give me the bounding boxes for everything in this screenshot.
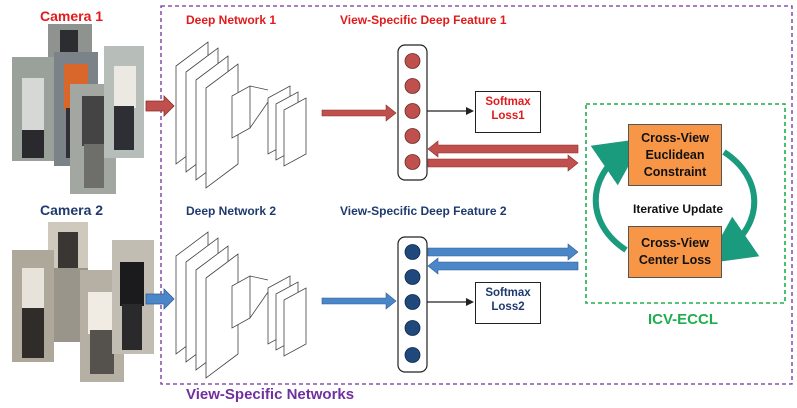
cross-view-center-loss-box: Cross-View Center Loss — [628, 226, 722, 278]
feature1-to-eccl-arrow — [427, 154, 579, 172]
feature2-to-loss2-arrow — [427, 298, 474, 306]
icv-eccl-label: ICV-ECCL — [648, 311, 719, 328]
feature2-to-eccl-arrow — [427, 243, 579, 261]
view-specific-networks-label: View-Specific Networks — [186, 386, 355, 403]
cross-view-euclidean-constraint-box: Cross-View Euclidean Constraint — [628, 124, 722, 186]
eccl-to-feature1-arrow — [427, 140, 579, 158]
softmax-loss1-box: Softmax Loss1 — [475, 91, 541, 133]
center-loss-line2: Center Loss — [638, 253, 712, 267]
softmax-loss1-line2: Loss1 — [491, 110, 525, 122]
feature-vector-1-nodes — [404, 53, 421, 170]
camera2-input-arrow — [145, 288, 175, 310]
eccl-to-feature2-arrow — [427, 257, 579, 275]
camera2-label: Camera 2 — [40, 202, 104, 218]
iterative-update-left-arrow — [590, 138, 644, 253]
deep-network-2-layers — [175, 231, 307, 379]
constraint-line3: Constraint — [643, 164, 707, 179]
deep-network-2-label: Deep Network 2 — [186, 204, 277, 218]
constraint-line1: Cross-View — [641, 130, 709, 145]
constraint-line2: Euclidean — [645, 147, 705, 162]
feature1-to-loss1-arrow — [427, 107, 474, 115]
softmax-loss2-box: Softmax Loss2 — [475, 282, 541, 324]
feature-2-label: View-Specific Deep Feature 2 — [340, 204, 507, 218]
network2-to-feature-arrow — [321, 292, 397, 310]
feature-1-label: View-Specific Deep Feature 1 — [340, 13, 507, 27]
camera1-input-arrow — [145, 95, 175, 117]
feature-vector-2-nodes — [404, 244, 421, 363]
camera2-images — [12, 222, 154, 382]
iterative-update-right-arrow — [706, 149, 760, 264]
view-specific-networks-box — [160, 5, 793, 385]
center-loss-line1: Cross-View — [641, 236, 709, 250]
camera1-label: Camera 1 — [40, 8, 104, 24]
softmax-loss2-line1: Softmax — [485, 287, 531, 299]
deep-network-1-label: Deep Network 1 — [186, 13, 277, 27]
softmax-loss2-line2: Loss2 — [491, 301, 525, 313]
icv-eccl-box — [585, 103, 786, 304]
deep-network-1-layers — [175, 41, 307, 189]
softmax-loss1-line1: Softmax — [485, 96, 531, 108]
iterative-update-label: Iterative Update — [633, 202, 724, 216]
network1-to-feature-arrow — [321, 104, 397, 122]
camera1-images — [12, 24, 144, 194]
